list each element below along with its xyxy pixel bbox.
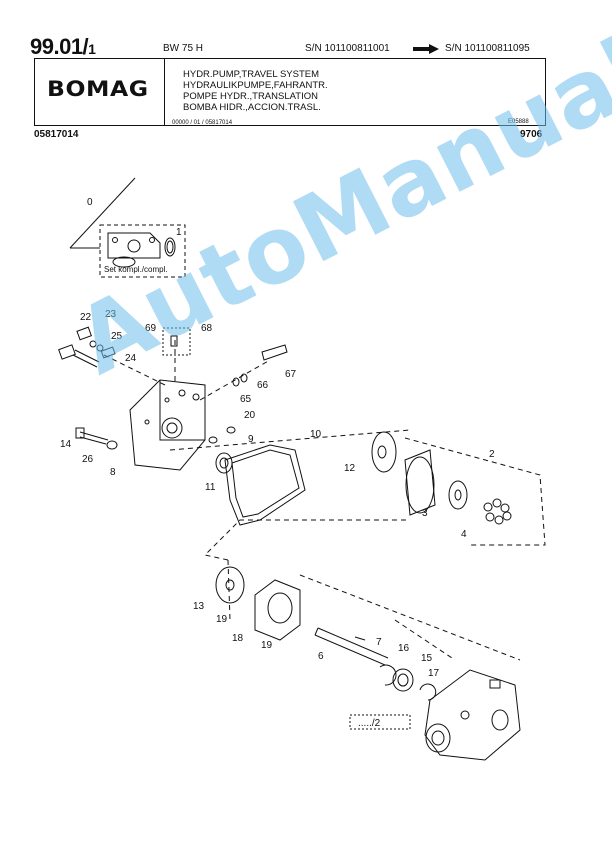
document-number: 05817014 [34,129,79,140]
swashplate-18 [254,579,301,641]
callout-67: 67 [285,369,297,380]
title-english: HYDR.PUMP,TRAVEL SYSTEM [183,69,320,80]
callout-2: 2 [489,449,495,460]
serial-to: S/N 101100811095 [445,43,530,54]
callout-26: 26 [82,454,94,465]
arrow-right-icon [413,44,439,54]
callout-23: 23 [105,309,117,320]
callout-24: 24 [125,353,137,364]
callout-66: 66 [257,380,269,391]
page-number: 99.01/1 [30,34,96,59]
callout-3: 3 [422,508,428,519]
callout-1: 1 [176,227,182,238]
title-german: HYDRAULIKPUMPE,FAHRANTR. [183,80,328,91]
callout-4: 4 [461,529,467,540]
date-code: 9706 [520,129,543,140]
callout-13: 13 [193,601,205,612]
header-divider [164,58,166,126]
callout-7: 7 [376,637,382,648]
callout-14: 14 [60,439,72,450]
pistons-4 [483,498,512,525]
drive-shaft-6 [314,627,389,666]
screw-assembly-22 [58,326,116,368]
page-sub-number: 1 [88,41,96,57]
callout-17: 17 [428,668,440,679]
callout-11: 11 [205,482,216,493]
model-name: BW 75 H [163,43,204,54]
callout-69: 69 [145,323,157,334]
callout-8: 8 [110,467,116,478]
set-leader-line [69,177,136,249]
header-box [34,58,546,126]
reference-box [349,714,411,730]
reference-code: 00000 / 01 / 05817014 [172,120,233,126]
serial-from: S/N 101100811001 [305,43,390,54]
brand-logo: BOMAG [47,77,149,101]
callout-10: 10 [310,429,322,440]
callout-19b: 19 [261,640,273,651]
reference-code-right: E05888 [508,119,529,125]
callout-20: 20 [244,410,256,421]
callout-68: 68 [201,323,213,334]
pump-housing-8 [129,379,206,471]
key-7 [354,636,366,641]
ref-box-label: ...../2 [358,718,381,729]
cylinder-barrel-2 [404,449,436,516]
gasket-10 [224,444,306,526]
callout-6: 6 [318,651,324,662]
title-french: POMPE HYDR.,TRANSLATION [183,91,318,102]
callout-12: 12 [344,463,356,474]
callout-15: 15 [421,653,433,664]
set-box [99,224,186,278]
callout-18: 18 [232,633,244,644]
callout-25: 25 [111,331,123,342]
main-pump-housing [424,669,521,761]
callout-16: 16 [398,643,410,654]
callout-labels: 0 1 2 3 4 6 7 8 9 10 11 12 13 14 15 16 1… [60,197,495,679]
callout-65: 65 [240,394,252,405]
callout-0: 0 [87,197,93,208]
callout-9: 9 [248,434,254,445]
callout-19a: 19 [216,614,228,625]
set-label: Set kompl./compl. [104,265,168,274]
title-spanish: BOMBA HIDR.,ACCION.TRASL. [183,102,321,113]
callout-22: 22 [80,312,92,323]
